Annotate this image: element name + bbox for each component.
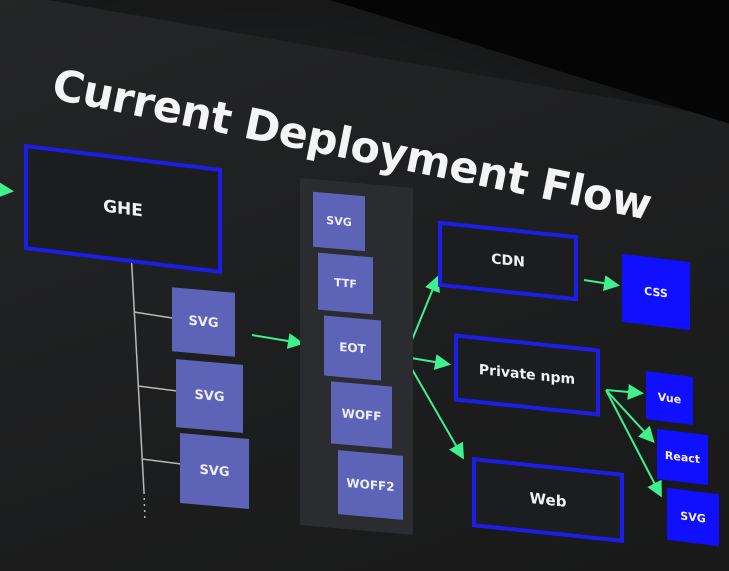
vue-output-box: Vue <box>646 371 693 425</box>
tree-trunk-dotted <box>143 491 146 523</box>
source-svg-box-2: SVG <box>176 359 243 433</box>
svg-to-formats-arrow <box>251 333 304 349</box>
tree-branch-2 <box>137 385 178 392</box>
source-svg-label-1: SVG <box>188 313 219 331</box>
format-box-svg: SVG <box>313 191 365 252</box>
vue-output-label: Vue <box>657 390 682 406</box>
incoming-arrow <box>0 181 14 198</box>
source-svg-box-1: SVG <box>172 287 235 357</box>
formats-to-web-arrow <box>404 356 464 460</box>
format-label-eot: EOT <box>339 339 366 357</box>
svg-output-label: SVG <box>680 508 706 526</box>
npm-to-react-arrow <box>605 389 655 443</box>
svg-output-box: SVG <box>667 487 719 547</box>
format-box-ttf: TTF <box>318 252 373 315</box>
format-label-svg: SVG <box>326 213 352 230</box>
source-svg-label-3: SVG <box>199 462 230 480</box>
npm-to-svg-arrow <box>605 389 662 498</box>
tree-branch-1 <box>133 311 173 319</box>
cdn-label: CDN <box>491 251 525 271</box>
format-box-eot: EOT <box>324 315 381 381</box>
format-label-woff: WOFF <box>341 406 382 424</box>
web-label: Web <box>529 489 567 511</box>
tree-branch-3 <box>141 458 182 465</box>
css-output-label: CSS <box>644 284 668 300</box>
private-npm-label: Private npm <box>478 361 576 389</box>
react-output-label: React <box>664 448 701 466</box>
react-output-box: React <box>657 428 708 486</box>
format-label-ttf: TTF <box>334 276 357 291</box>
format-label-woff2: WOFF2 <box>346 475 395 495</box>
css-output-box: CSS <box>622 253 690 331</box>
source-svg-box-3: SVG <box>180 432 249 510</box>
tree-trunk-line <box>130 249 145 493</box>
format-box-woff2: WOFF2 <box>338 450 403 520</box>
ghe-label: GHE <box>103 196 143 222</box>
source-svg-label-2: SVG <box>194 387 225 405</box>
npm-to-vue-arrow <box>605 383 644 400</box>
format-box-woff: WOFF <box>331 381 392 449</box>
cdn-to-css-arrow <box>583 275 620 292</box>
